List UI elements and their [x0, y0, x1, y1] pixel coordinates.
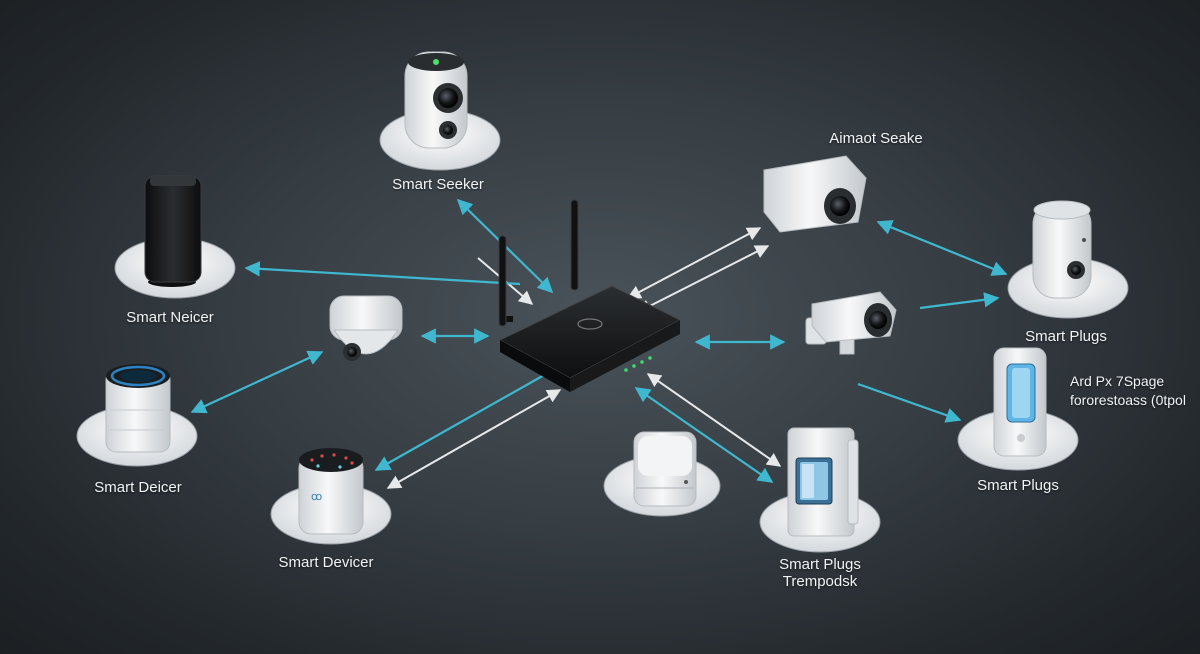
side-note: Ard Px 7Spage fororestoass (0tpol — [1070, 372, 1186, 410]
router-icon — [498, 199, 682, 392]
indoor-camera-icon — [1032, 200, 1092, 299]
bullet-camera-icon — [763, 155, 867, 233]
assistant-speaker-icon — [105, 364, 171, 453]
speaker-icon — [144, 175, 202, 287]
label-bottom-left-hub: Smart Devicer — [278, 554, 374, 571]
label-left-speaker: Smart Neicer — [126, 309, 214, 326]
side-note-line1: Ard Px 7Spage — [1070, 373, 1165, 389]
side-note-line2: fororestoass (0tpol — [1070, 392, 1186, 408]
label-right-sensor: Smart Plugs — [1025, 328, 1107, 345]
router-logo — [577, 318, 603, 330]
wall-camera-icon — [805, 291, 897, 355]
dome-camera-icon — [329, 295, 403, 361]
arrow-assistant — [190, 350, 324, 414]
label-bottom-thermostat: Smart Plugs Trempodsk — [779, 556, 861, 590]
label-right-tablet: Smart Plugs — [977, 477, 1059, 494]
sensor-icon — [633, 431, 697, 507]
arrow-tablet — [857, 382, 962, 423]
arrow-hub-white — [386, 389, 562, 489]
svg-text:ꝏ: ꝏ — [311, 491, 322, 503]
arrow-black-speaker — [244, 261, 521, 286]
camera-icon — [404, 51, 468, 149]
label-top-speaker: Smart Seeker — [392, 176, 484, 193]
router-antenna-right — [570, 199, 579, 291]
connection-arrows — [190, 198, 1008, 489]
label-bottom-thermostat-line2: Trempodsk — [782, 573, 858, 590]
arrow-hub-cyan — [374, 373, 547, 471]
label-left-assistant: Smart Deicer — [94, 479, 182, 496]
tablet-icon — [993, 347, 1047, 457]
arrow-thermostat-white — [646, 373, 782, 467]
arrow-indoor-camera — [876, 220, 1008, 276]
label-bottom-thermostat-line1: Smart Plugs — [779, 556, 861, 573]
arrow-camera-top-right-2 — [636, 245, 770, 313]
arrow-wall-camera — [919, 292, 1000, 310]
hub-icon: ꝏ — [298, 448, 364, 535]
router-antenna-left — [498, 235, 507, 327]
arrow-camera-top-right-1 — [626, 227, 762, 299]
thermostat-icon — [787, 427, 859, 537]
label-top-right-camera: Aimaot Seake — [829, 130, 923, 147]
